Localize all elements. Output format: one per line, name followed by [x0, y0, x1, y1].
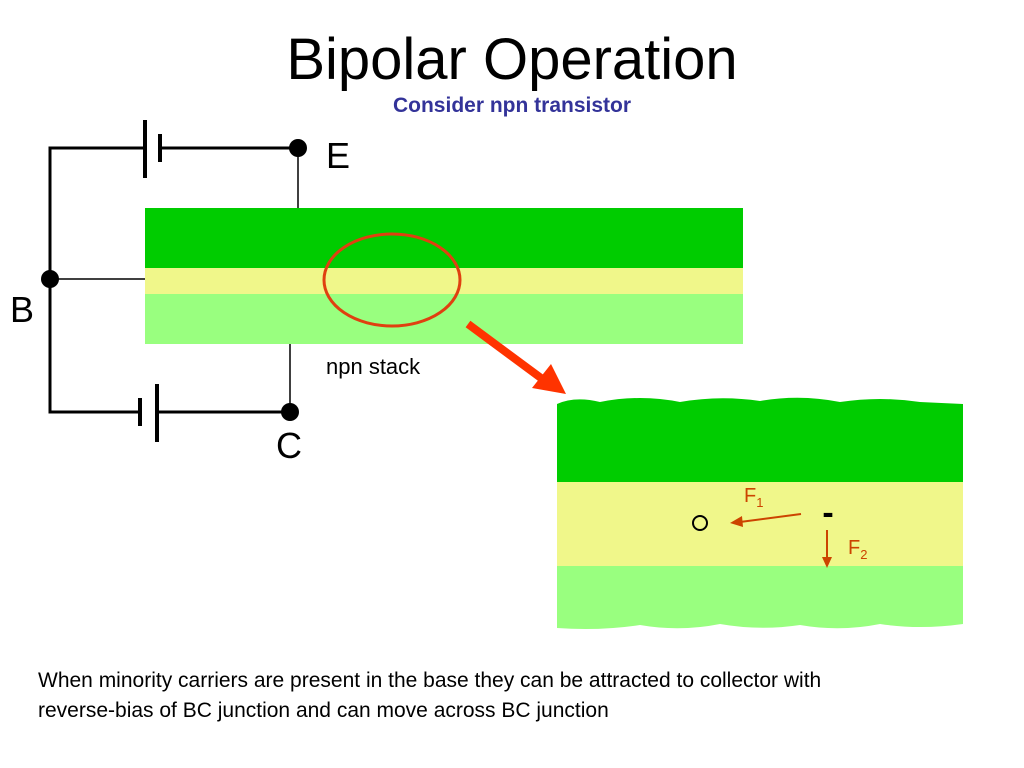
- battery-collector-base-icon: [138, 384, 159, 442]
- zoomed-emitter-layer: [557, 397, 963, 482]
- emitter-label: E: [326, 135, 351, 176]
- base-layer: [145, 268, 743, 294]
- page-subtitle: Consider npn transistor: [392, 94, 632, 117]
- zoom-circle: [322, 232, 462, 328]
- base-terminal-dot: [41, 270, 59, 288]
- hole-icon: [692, 515, 708, 531]
- collector-layer: [145, 294, 743, 344]
- electron-icon: -: [822, 494, 833, 532]
- base-label: B: [10, 289, 35, 330]
- force-f1-arrow-icon: [730, 513, 802, 527]
- npn-stack-label: npn stack: [326, 354, 421, 379]
- force-f2-label: F2: [848, 537, 867, 566]
- caption-line-2: reverse-bias of BC junction and can move…: [38, 699, 609, 722]
- battery-emitter-base-icon: [143, 120, 162, 178]
- emitter-terminal-dot: [289, 139, 307, 157]
- force-f2-arrow-icon: [822, 530, 832, 568]
- collector-label: C: [276, 425, 302, 466]
- force-f2-letter: F: [848, 537, 861, 559]
- npn-stack: [145, 208, 743, 344]
- force-f1-letter: F: [744, 485, 757, 507]
- caption: When minority carriers are present in th…: [38, 666, 1008, 726]
- zoomed-stack: [557, 397, 963, 629]
- zoom-arrow-icon: [465, 320, 566, 394]
- caption-line-1: When minority carriers are present in th…: [38, 669, 822, 692]
- zoomed-base-layer: [557, 482, 963, 566]
- force-f1-subscript: 1: [756, 495, 764, 510]
- circuit-wires: [48, 146, 299, 414]
- emitter-layer: [145, 208, 743, 268]
- left-vertical-wire: [48, 146, 145, 414]
- page-title: Bipolar Operation: [286, 27, 738, 92]
- zoomed-collector-layer: [557, 566, 963, 629]
- force-f1-label: F1: [744, 485, 763, 514]
- force-f2-subscript: 2: [860, 547, 868, 562]
- collector-terminal-dot: [281, 403, 299, 421]
